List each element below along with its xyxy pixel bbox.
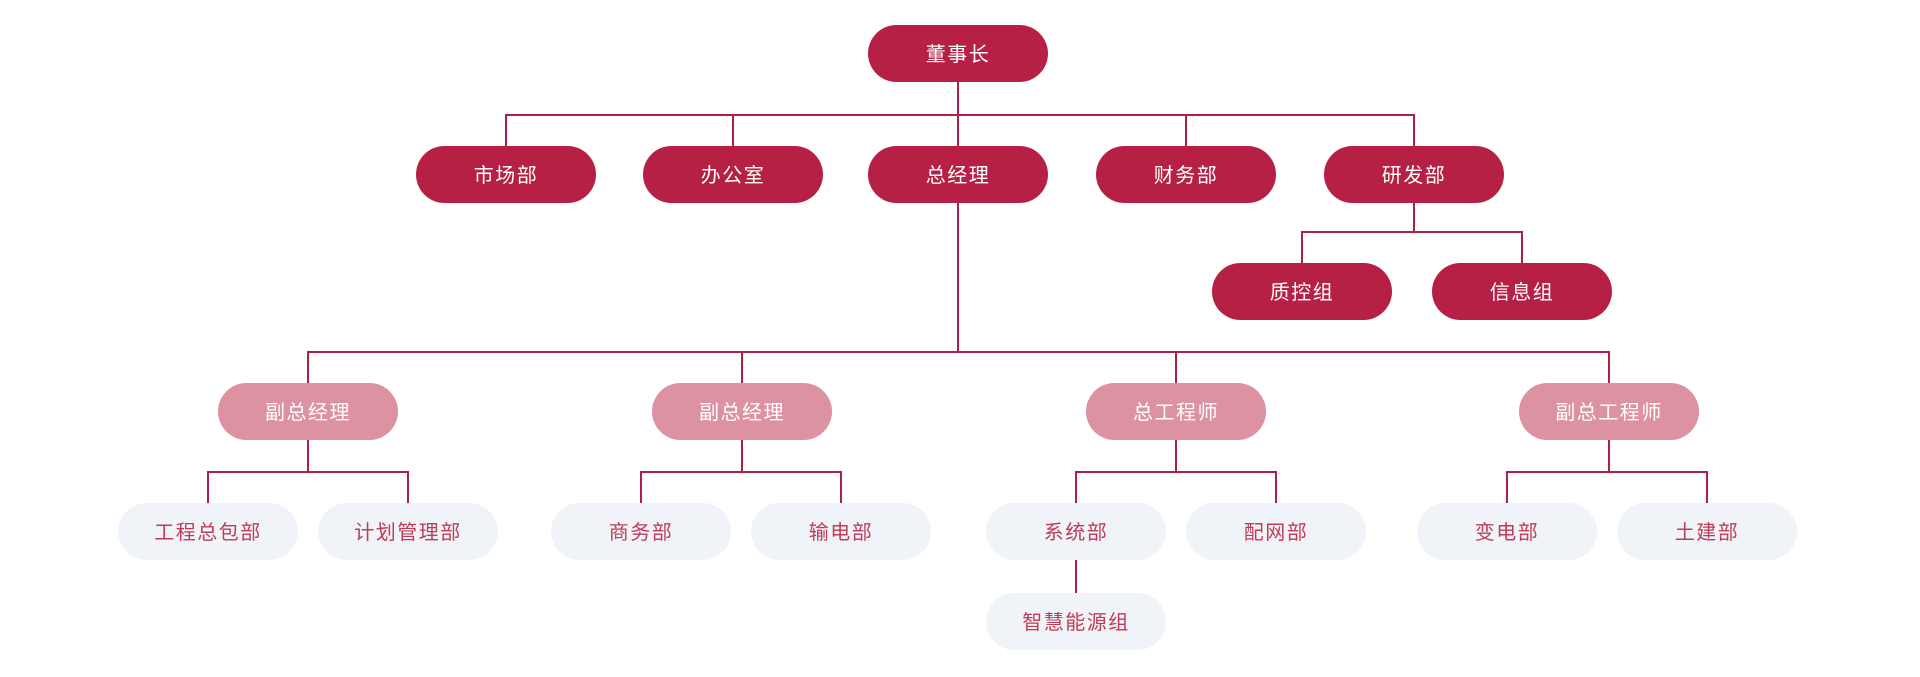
- org-node-civil-dept: 土建部: [1617, 503, 1797, 560]
- org-node-finance: 财务部: [1096, 146, 1276, 203]
- org-node-system-dept: 系统部: [986, 503, 1166, 560]
- connector-line: [1185, 115, 1187, 146]
- org-node-planning-dept: 计划管理部: [318, 503, 498, 560]
- org-node-label: 智慧能源组: [1022, 609, 1130, 634]
- org-node-gm: 总经理: [868, 146, 1048, 203]
- connector-line: [1413, 115, 1415, 146]
- connector-line: [505, 115, 507, 146]
- connector-line: [1706, 472, 1708, 503]
- org-node-office: 办公室: [643, 146, 823, 203]
- connector-line: [1506, 472, 1508, 503]
- org-node-substation-dept: 变电部: [1417, 503, 1597, 560]
- connector-line: [407, 472, 409, 503]
- connector-line: [207, 471, 409, 473]
- connector-line: [741, 440, 743, 472]
- connector-line: [1506, 471, 1708, 473]
- org-node-chief-eng: 总工程师: [1086, 383, 1266, 440]
- org-node-label: 财务部: [1153, 162, 1219, 187]
- org-node-chairman: 董事长: [868, 25, 1048, 82]
- connector-line: [1301, 231, 1523, 233]
- connector-line: [307, 351, 1610, 353]
- org-node-transmission-dept: 输电部: [751, 503, 931, 560]
- org-node-label: 副总经理: [265, 399, 351, 424]
- connector-line: [505, 114, 1415, 116]
- org-node-label: 副总工程师: [1555, 399, 1663, 424]
- org-node-label: 质控组: [1269, 279, 1335, 304]
- org-node-deputy-gm-1: 副总经理: [218, 383, 398, 440]
- org-node-label: 办公室: [700, 162, 766, 187]
- org-node-label: 总工程师: [1133, 399, 1219, 424]
- connector-line: [1075, 560, 1077, 562]
- connector-line: [732, 115, 734, 146]
- connector-line: [1175, 352, 1177, 383]
- org-node-label: 研发部: [1381, 162, 1447, 187]
- org-node-label: 董事长: [925, 41, 991, 66]
- connector-line: [1075, 472, 1077, 503]
- connector-line: [1301, 232, 1303, 263]
- org-node-label: 系统部: [1043, 519, 1109, 544]
- connector-line: [1608, 440, 1610, 472]
- connector-line: [741, 352, 743, 383]
- org-node-label: 商务部: [608, 519, 674, 544]
- org-node-smart-energy-group: 智慧能源组: [986, 593, 1166, 650]
- connector-line: [1175, 440, 1177, 472]
- org-node-deputy-gm-2: 副总经理: [652, 383, 832, 440]
- org-node-label: 信息组: [1489, 279, 1555, 304]
- org-node-info-group: 信息组: [1432, 263, 1612, 320]
- org-node-rnd: 研发部: [1324, 146, 1504, 203]
- org-node-label: 变电部: [1474, 519, 1540, 544]
- connector-line: [307, 440, 309, 472]
- connector-line: [307, 352, 309, 383]
- connector-line: [1413, 203, 1415, 232]
- org-node-commerce-dept: 商务部: [551, 503, 731, 560]
- org-node-dep-chief-eng: 副总工程师: [1519, 383, 1699, 440]
- connector-line: [640, 471, 842, 473]
- connector-line: [957, 203, 959, 352]
- connector-line: [1075, 562, 1077, 593]
- org-node-label: 总经理: [925, 162, 991, 187]
- org-node-marketing: 市场部: [416, 146, 596, 203]
- org-node-label: 工程总包部: [154, 519, 262, 544]
- org-node-label: 副总经理: [699, 399, 785, 424]
- org-node-label: 计划管理部: [354, 519, 462, 544]
- connector-line: [640, 472, 642, 503]
- org-node-label: 市场部: [473, 162, 539, 187]
- connector-line: [840, 472, 842, 503]
- org-node-label: 土建部: [1674, 519, 1740, 544]
- connector-line: [957, 82, 959, 115]
- org-node-qc-group: 质控组: [1212, 263, 1392, 320]
- connector-line: [1275, 472, 1277, 503]
- connector-line: [207, 472, 209, 503]
- connector-line: [1521, 232, 1523, 263]
- org-node-label: 输电部: [808, 519, 874, 544]
- org-node-label: 配网部: [1243, 519, 1309, 544]
- org-node-epc-dept: 工程总包部: [118, 503, 298, 560]
- connector-line: [1075, 471, 1277, 473]
- connector-line: [957, 115, 959, 146]
- connector-line: [1608, 352, 1610, 383]
- org-node-distribution-dept: 配网部: [1186, 503, 1366, 560]
